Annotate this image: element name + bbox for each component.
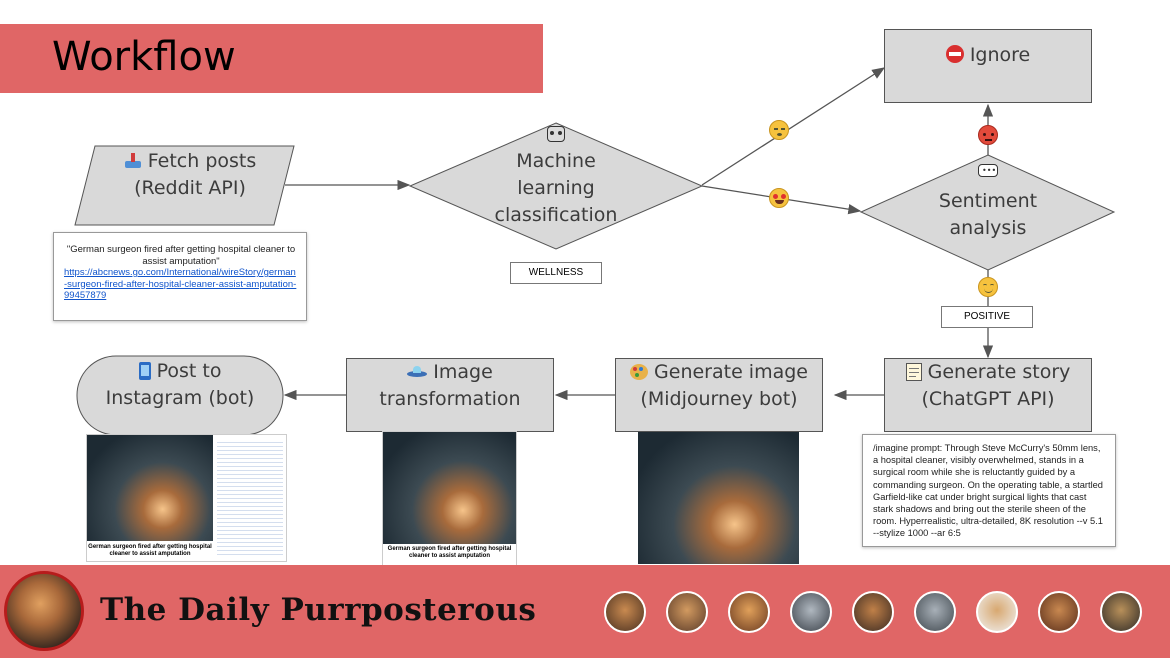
cat-avatar-6: [914, 591, 956, 633]
story-line2: (ChatGPT API): [921, 388, 1055, 410]
edge-ml-ignore: [701, 67, 886, 186]
headline-note: "German surgeon fired after getting hosp…: [53, 232, 307, 321]
image-node[interactable]: Generate image (Midjourney bot): [615, 358, 823, 432]
cat-avatar-4: [790, 591, 832, 633]
midjourney-thumbnail: [638, 432, 799, 564]
post-line1: Post to: [156, 360, 222, 382]
sentiment-line1: Sentiment: [938, 190, 1038, 212]
post-line2: Instagram (bot): [105, 387, 255, 409]
smiling-face-icon: [978, 277, 998, 297]
angry-face-icon: [978, 125, 998, 145]
sentiment-node[interactable]: Sentiment analysis: [918, 188, 1058, 242]
sentiment-line2: analysis: [949, 217, 1027, 239]
inbox-tray-icon: [124, 153, 142, 169]
cat-avatar-7: [976, 591, 1018, 633]
instagram-post-thumbnail: German surgeon fired after getting hospi…: [86, 434, 287, 562]
prompt-text: /imagine prompt: Through Steve McCurry's…: [873, 443, 1103, 539]
transformed-thumbnail: German surgeon fired after getting hospi…: [382, 431, 517, 566]
surgery-image: [638, 432, 799, 564]
footer-bar: [0, 565, 1170, 658]
fetch-line2: (Reddit API): [134, 177, 246, 199]
ml-line2: learning: [517, 177, 595, 199]
cat-avatar-1: [604, 591, 646, 633]
ignore-node[interactable]: Ignore: [884, 29, 1092, 103]
robot-icon: [545, 123, 567, 145]
memo-icon: [905, 363, 922, 381]
cat-avatar-2: [666, 591, 708, 633]
flying-saucer-icon: [407, 366, 428, 378]
fetch-line1: Fetch posts: [147, 150, 257, 172]
prompt-note: /imagine prompt: Through Steve McCurry's…: [862, 434, 1116, 547]
comment-panel: [217, 439, 283, 557]
post-thumb-caption: German surgeon fired after getting hospi…: [88, 544, 212, 557]
cat-avatar-5: [852, 591, 894, 633]
mobile-phone-arrow-icon: [138, 362, 151, 380]
story-line1: Generate story: [927, 361, 1071, 383]
title-banner: [0, 24, 543, 93]
ml-line3: classification: [494, 204, 618, 226]
ml-line1: Machine: [516, 150, 596, 172]
brand-logo-cat: [4, 571, 84, 651]
post-node[interactable]: Post to Instagram (bot): [80, 358, 280, 412]
image-line2: (Midjourney bot): [640, 388, 798, 410]
transform-line1: Image: [433, 361, 493, 383]
sleepy-face-icon: [769, 120, 789, 140]
article-link[interactable]: https://abcnews.go.com/International/wir…: [64, 267, 297, 301]
page-title: Workflow: [52, 34, 236, 80]
cat-avatar-8: [1038, 591, 1080, 633]
ignore-label: Ignore: [969, 44, 1031, 66]
cat-avatar-9: [1100, 591, 1142, 633]
transform-line2: transformation: [379, 388, 521, 410]
headline-text: "German surgeon fired after getting hosp…: [66, 244, 296, 267]
surgery-image: [383, 432, 516, 544]
brand-name: The Daily Purrposterous: [100, 592, 537, 628]
ml-diamond: [408, 122, 704, 250]
speech-balloon-icon: •••: [977, 163, 999, 181]
ml-node[interactable]: Machine learning classification: [476, 148, 636, 229]
wellness-tag: WELLNESS: [510, 262, 602, 284]
surgery-image: [87, 435, 213, 541]
transform-node[interactable]: Image transformation: [346, 358, 554, 432]
story-node[interactable]: Generate story (ChatGPT API): [884, 358, 1092, 432]
transform-thumb-caption: German surgeon fired after getting hospi…: [387, 546, 512, 559]
image-line1: Generate image: [654, 361, 808, 383]
no-entry-icon: [945, 45, 964, 63]
cat-avatar-3: [728, 591, 770, 633]
fetch-node[interactable]: Fetch posts (Reddit API): [100, 148, 280, 202]
heart-eyes-face-icon: [769, 188, 789, 208]
positive-tag: POSITIVE: [941, 306, 1033, 328]
palette-icon: [629, 364, 648, 380]
